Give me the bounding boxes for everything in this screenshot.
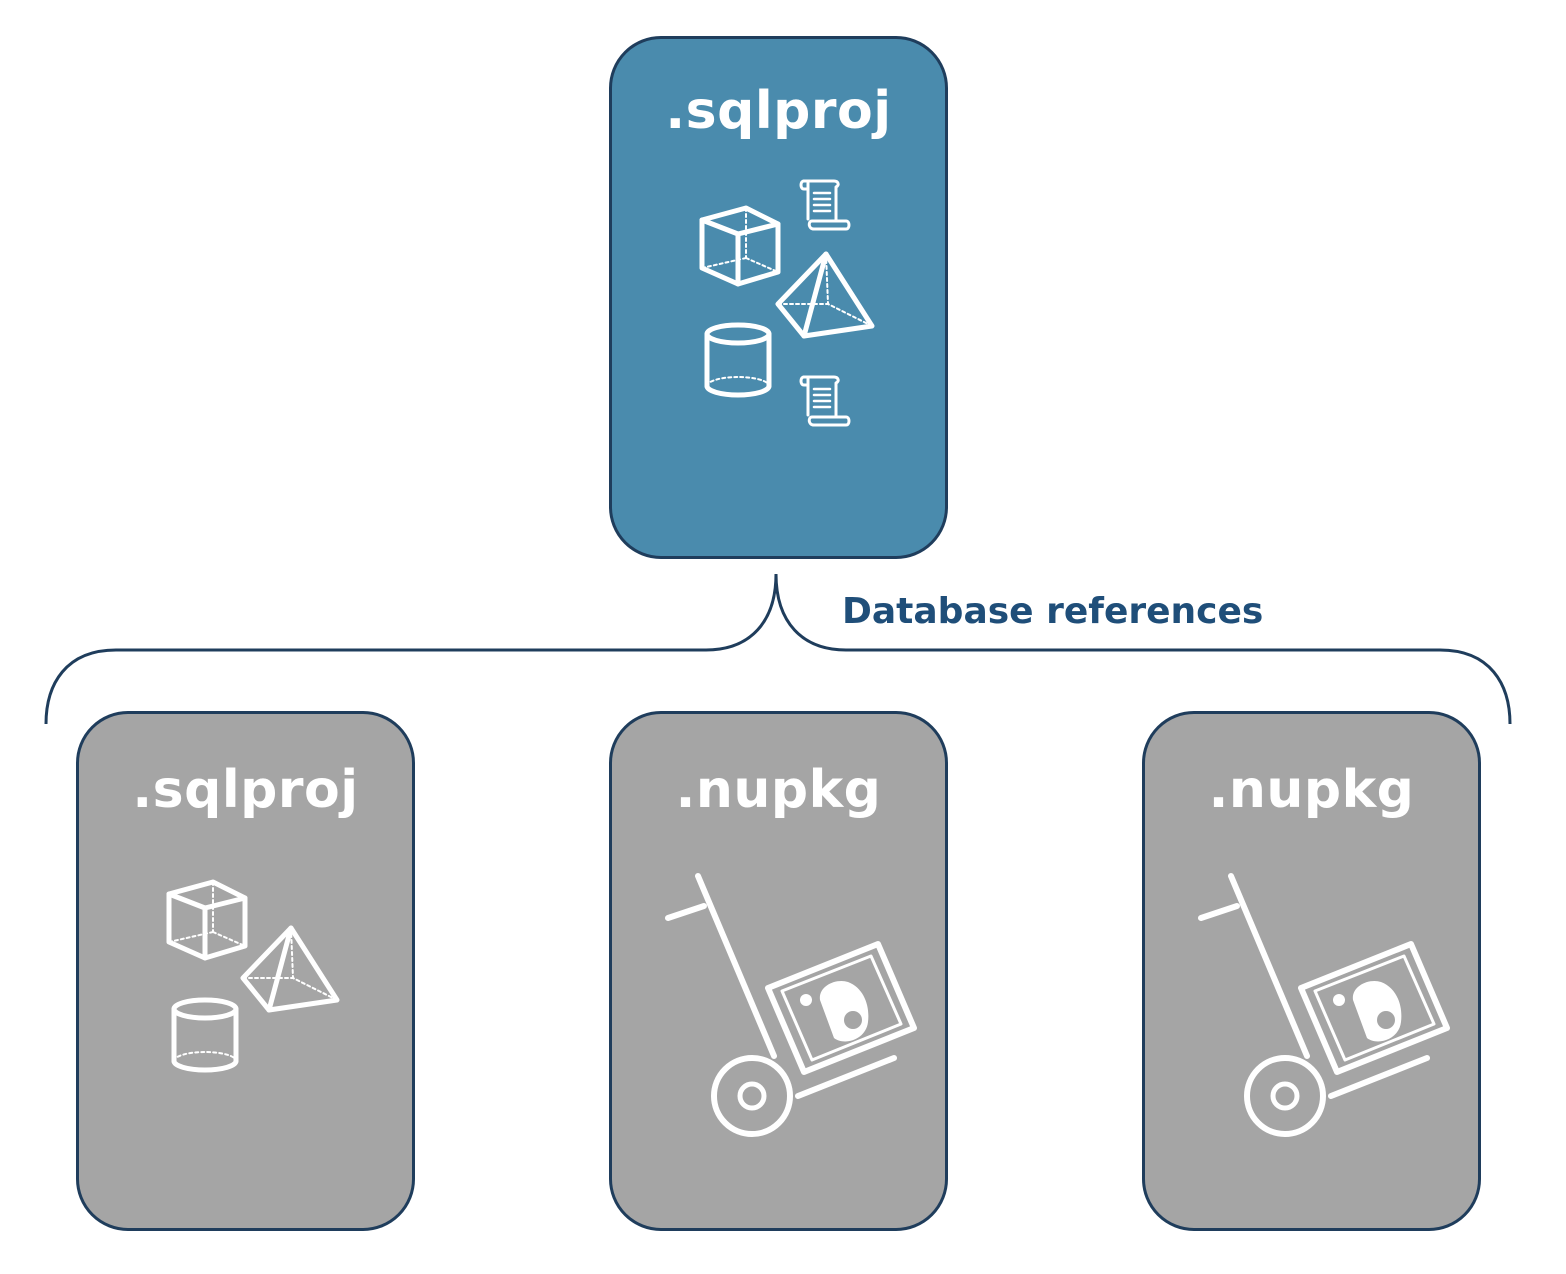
reference-title: .sqlproj xyxy=(132,760,359,820)
hand-truck-package-icon xyxy=(668,876,914,1134)
reference-title: .nupkg xyxy=(1208,760,1415,820)
reference-title: .nupkg xyxy=(675,760,882,820)
main-project-title: .sqlproj xyxy=(665,81,892,141)
reference-sqlproj-icons xyxy=(79,714,412,1228)
reference-card-sqlproj: .sqlproj xyxy=(76,711,415,1231)
cube-icon xyxy=(169,882,245,958)
hand-truck-package-icon xyxy=(1201,876,1447,1134)
reference-nupkg-1-icons xyxy=(612,714,945,1228)
reference-card-nupkg-1: .nupkg xyxy=(609,711,948,1231)
database-references-brace xyxy=(44,573,1512,725)
database-references-label: Database references xyxy=(842,591,1264,632)
main-project-card: .sqlproj xyxy=(609,36,948,559)
cylinder-icon xyxy=(174,1000,236,1070)
reference-card-nupkg-2: .nupkg xyxy=(1142,711,1481,1231)
pyramid-icon xyxy=(243,928,337,1010)
reference-nupkg-2-icons xyxy=(1145,714,1478,1228)
